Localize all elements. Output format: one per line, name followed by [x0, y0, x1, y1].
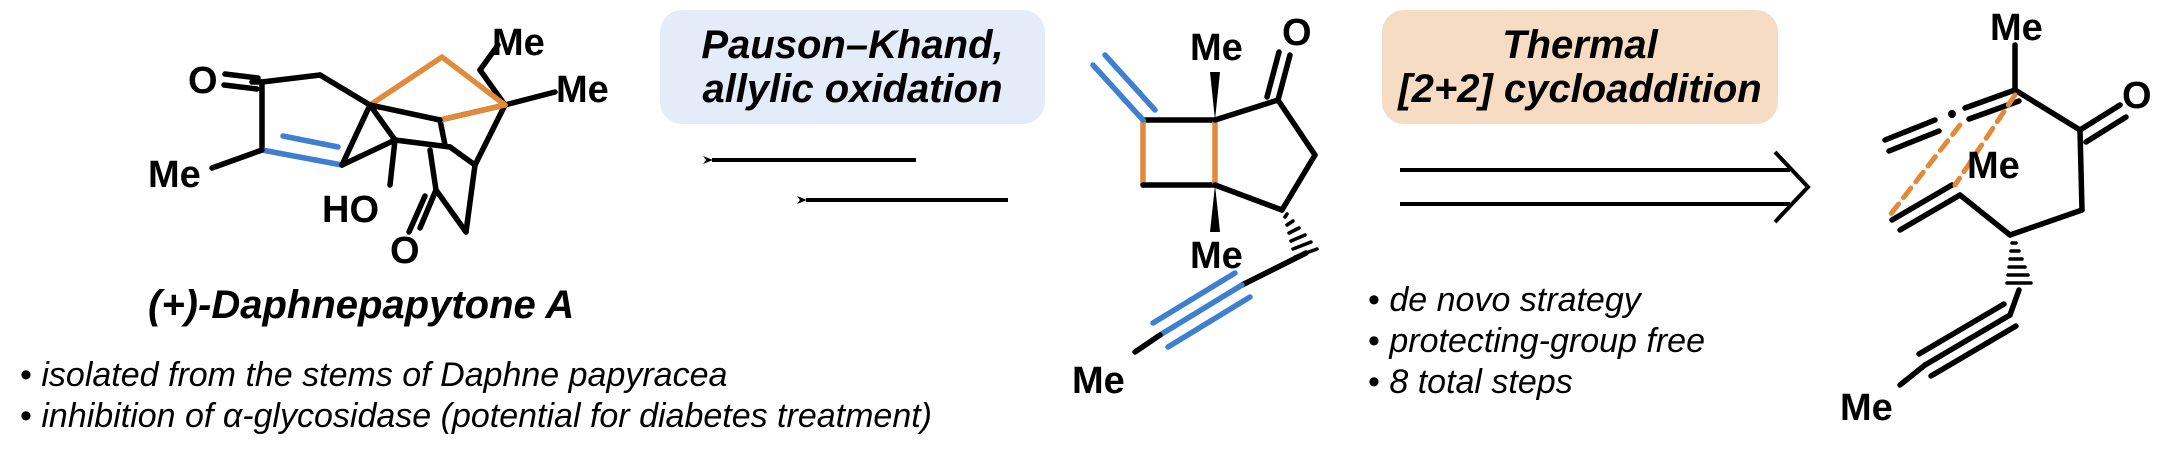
- retrosynthetic-arrow: [1400, 150, 1811, 224]
- atom-label-me-right: Me: [556, 69, 609, 111]
- product-name: (+)-Daphnepapytone A: [148, 283, 575, 327]
- forward-arrows: [703, 156, 1008, 204]
- atom-label-me-right-alkyne: Me: [1840, 387, 1893, 429]
- strategy-note-item: de novo strategy: [1368, 280, 1705, 321]
- atom-label-me-top: Me: [492, 22, 545, 64]
- atom-label-o-right: O: [2122, 75, 2152, 117]
- atom-label-me-mid-alkyne: Me: [1072, 360, 1125, 402]
- reagents-left-line1: Pauson–Khand,: [701, 23, 1004, 67]
- product-note-item: isolated from the stems of Daphne papyra…: [20, 355, 932, 396]
- daphnepapytone-structure: [209, 42, 558, 235]
- strategy-notes-list: de novo strategy protecting-group free 8…: [1368, 280, 1705, 403]
- reagents-left-line2: allylic oxidation: [702, 67, 1003, 111]
- reagents-pill-right: Thermal [2+2] cycloaddition: [1382, 10, 1778, 124]
- atom-label-me-right-mid: Me: [1967, 145, 2020, 187]
- reagents-right-line2: [2+2] cycloaddition: [1398, 67, 1762, 111]
- reagents-right-line1: Thermal: [1502, 23, 1658, 67]
- reagents-pill-left: Pauson–Khand, allylic oxidation: [660, 10, 1045, 124]
- bicyclic-intermediate-structure: [1090, 49, 1319, 355]
- atom-label-o-ketone: O: [188, 60, 218, 102]
- atom-label-o-lactone: O: [390, 230, 420, 272]
- atom-label-me-mid-bottom: Me: [1190, 235, 1243, 277]
- product-note-item: inhibition of α-glycosidase (potential f…: [20, 396, 932, 437]
- strategy-note-item: 8 total steps: [1368, 362, 1705, 403]
- atom-label-me-mid-top: Me: [1190, 27, 1243, 69]
- atom-label-o-mid: O: [1282, 12, 1312, 54]
- atom-label-me-vinyl: Me: [148, 154, 201, 196]
- product-notes-list: isolated from the stems of Daphne papyra…: [20, 355, 932, 437]
- allene-precursor-structure: [1882, 42, 2129, 388]
- atom-label-me-right-top: Me: [1990, 7, 2043, 49]
- strategy-note-item: protecting-group free: [1368, 321, 1705, 362]
- atom-label-ho: HO: [322, 189, 379, 231]
